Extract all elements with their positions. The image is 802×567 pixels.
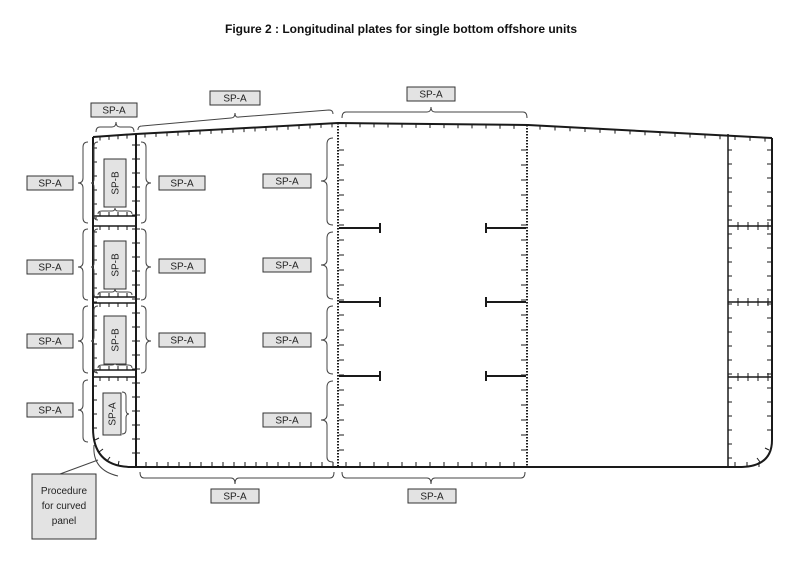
label-left-1: SP-A: [26, 175, 74, 191]
procedure-curved-panel-note: Procedure for curved panel: [31, 459, 99, 540]
brace-bulkhead-2: [140, 228, 152, 301]
svg-text:SP-A: SP-A: [170, 179, 194, 190]
brace-left-3: [77, 305, 89, 374]
svg-text:SP-A: SP-A: [170, 262, 194, 273]
brace-bilge: [93, 444, 119, 477]
label-center-2: SP-A: [262, 257, 312, 273]
braces: [77, 106, 528, 485]
brace-left-2: [77, 228, 89, 301]
svg-text:SP-A: SP-A: [275, 416, 299, 427]
svg-text:Procedure: Procedure: [41, 486, 88, 497]
svg-text:SP-A: SP-A: [38, 406, 62, 417]
brace-inner-3: [90, 305, 99, 374]
svg-text:SP-A: SP-A: [102, 106, 126, 117]
brace-center-3: [320, 305, 334, 375]
label-left-4: SP-A: [26, 402, 74, 418]
label-left-3: SP-A: [26, 333, 74, 349]
longitudinal-stiffeners: [93, 123, 772, 467]
svg-text:SP-A: SP-A: [108, 402, 119, 426]
label-inner-1: SP-A: [158, 175, 206, 191]
plate-labels: SP-A SP-A SP-A SP-A SP-A SP-A SP-A SP-A …: [26, 86, 457, 540]
side-shell-right: [741, 138, 773, 468]
svg-text:panel: panel: [52, 516, 76, 527]
label-bottom-center: SP-A: [407, 488, 457, 504]
svg-text:SP-B: SP-B: [111, 171, 122, 195]
label-sp-b-1: SP-B: [103, 158, 127, 208]
label-center-3: SP-A: [262, 332, 312, 348]
brace-left-1: [77, 141, 89, 224]
label-top-deck-center: SP-A: [406, 86, 456, 102]
svg-text:SP-A: SP-A: [275, 261, 299, 272]
hull-structure: [92, 121, 773, 468]
label-left-2: SP-A: [26, 259, 74, 275]
label-sp-b-3: SP-B: [103, 315, 127, 365]
brace-top-deck-left: [137, 109, 334, 131]
svg-text:SP-A: SP-A: [420, 492, 444, 503]
label-sp-b-2: SP-B: [103, 240, 127, 290]
brace-inner-1: [90, 141, 99, 221]
label-inner-2: SP-A: [158, 258, 206, 274]
brace-top-deck-center: [341, 106, 528, 119]
label-sp-a-vertical: SP-A: [102, 392, 122, 436]
svg-text:SP-B: SP-B: [111, 253, 122, 277]
label-bottom-left: SP-A: [210, 488, 260, 504]
brace-bulkhead-1: [140, 141, 152, 224]
brace-inner-2: [90, 228, 99, 299]
figure-title: Figure 2 : Longitudinal plates for singl…: [225, 22, 577, 36]
label-top-side: SP-A: [90, 102, 138, 118]
brace-curved-sp-a: [121, 391, 130, 435]
svg-text:SP-A: SP-A: [275, 177, 299, 188]
svg-text:SP-A: SP-A: [223, 94, 247, 105]
brace-center-2: [320, 231, 334, 300]
svg-text:SP-A: SP-A: [38, 179, 62, 190]
svg-text:SP-A: SP-A: [38, 337, 62, 348]
brace-left-4: [77, 379, 89, 443]
label-center-1: SP-A: [262, 173, 312, 189]
brace-bulkhead-3: [140, 305, 152, 374]
brace-side-deck-1: [97, 207, 133, 215]
label-center-4: SP-A: [262, 412, 312, 428]
label-top-deck-left: SP-A: [209, 90, 261, 106]
brace-center-1: [320, 137, 334, 226]
brace-top-side: [95, 121, 135, 133]
brace-center-4: [320, 380, 334, 463]
svg-text:SP-A: SP-A: [275, 336, 299, 347]
web-frames: [339, 223, 526, 381]
svg-text:SP-A: SP-A: [38, 263, 62, 274]
svg-text:SP-A: SP-A: [170, 336, 194, 347]
brace-bottom-left: [139, 471, 335, 485]
svg-text:for curved: for curved: [42, 501, 86, 512]
label-inner-3: SP-A: [158, 332, 206, 348]
deck-plate: [92, 121, 773, 139]
svg-text:SP-B: SP-B: [111, 328, 122, 352]
brace-bottom-center: [341, 471, 526, 485]
svg-text:SP-A: SP-A: [419, 90, 443, 101]
svg-text:SP-A: SP-A: [223, 492, 247, 503]
